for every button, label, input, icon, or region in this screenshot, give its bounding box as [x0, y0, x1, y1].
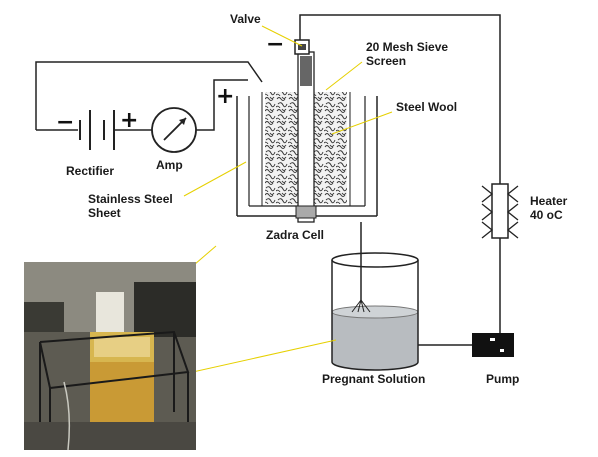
- rectifier-minus-sign: −: [56, 110, 75, 135]
- valve-label: Valve: [230, 12, 261, 26]
- valve-minus-sign: −: [266, 32, 285, 57]
- pregnant-solution-label: Pregnant Solution: [322, 372, 426, 386]
- heater: [481, 183, 519, 239]
- apparatus-photo-drawing: [24, 262, 196, 450]
- heater-to-pump-pipe: [499, 238, 514, 346]
- apparatus-photo: [24, 262, 196, 450]
- amp-to-cell-wire: [196, 79, 248, 131]
- steel-wool-label: Steel Wool: [396, 100, 458, 114]
- rectifier-label: Rectifier: [66, 164, 115, 178]
- negative-wire: [35, 61, 263, 122]
- pump-block: [472, 333, 514, 357]
- pump-label: Pump: [486, 372, 520, 386]
- amp-label: Amp: [156, 158, 183, 172]
- cell-plus-sign: +: [216, 84, 235, 109]
- ammeter: [151, 107, 197, 153]
- stainless-steel-label: Stainless Steel Sheet: [88, 192, 173, 220]
- heater-label: Heater 40 oC: [530, 194, 568, 222]
- zadra-cell-vessel: [236, 92, 378, 217]
- zadra-cell-label: Zadra Cell: [266, 228, 325, 242]
- rectifier-symbol: [79, 110, 138, 150]
- pregnant-solution-tank: [331, 252, 419, 371]
- rectifier-plus-sign: +: [120, 108, 139, 133]
- sieve-screen-label: 20 Mesh Sieve Screen: [366, 40, 449, 68]
- return-pipe: [299, 14, 501, 184]
